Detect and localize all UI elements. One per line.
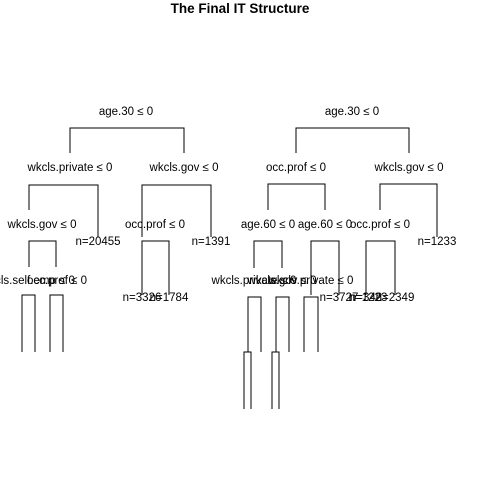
left-l3-a-label: wkcls.self.emp ≤ 0 (0, 275, 75, 287)
right-root-label: age.30 ≤ 0 (325, 106, 379, 118)
left-l2-mid-label: occ.prof ≤ 0 (125, 219, 185, 231)
right-leaf-n3: n=342 (350, 292, 382, 304)
right-l3-a-label: wkcls.private ≤ 0 (211, 275, 297, 287)
right-l1-left-label: occ.prof ≤ 0 (266, 162, 326, 174)
left-l1-right-label: wkcls.gov ≤ 0 (149, 162, 219, 174)
left-leaf-n4: n=1784 (150, 292, 189, 304)
left-tree-labels: age.30 ≤ 0 wkcls.private ≤ 0 wkcls.gov ≤… (0, 106, 230, 304)
right-leaf-n4: n=1223 (349, 292, 388, 304)
left-root-label: age.30 ≤ 0 (99, 106, 153, 118)
right-l3-c-label: wkcls.private ≤ 0 (268, 275, 354, 287)
left-leaf-n1: n=20455 (75, 236, 120, 248)
right-tree-labels: age.30 ≤ 0 occ.prof ≤ 0 wkcls.gov ≤ 0 ag… (211, 106, 457, 304)
right-l2-b-label: age.60 ≤ 0 (298, 219, 352, 231)
left-leaf-n2: n=1391 (192, 236, 231, 248)
right-tree-edges (243, 127, 438, 409)
right-l2-c-label: occ.prof ≤ 0 (350, 219, 410, 231)
right-l2-a-label: age.60 ≤ 0 (241, 219, 295, 231)
right-l1-right-label: wkcls.gov ≤ 0 (374, 162, 444, 174)
right-l3-b-label: wkcls.gov ≤ 0 (247, 275, 317, 287)
left-l1-left-label: wkcls.private ≤ 0 (27, 162, 113, 174)
right-leaf-n1: n=1233 (418, 236, 457, 248)
right-leaf-n2: n=3727 (320, 292, 359, 304)
right-leaf-n5: n=2349 (376, 292, 415, 304)
left-l3-b-label: occ.prof ≤ 0 (27, 275, 87, 287)
diagram-title: The Final IT Structure (171, 1, 310, 16)
left-leaf-n3: n=3326 (123, 292, 162, 304)
left-tree-edges (21, 127, 212, 352)
left-l2-left-label: wkcls.gov ≤ 0 (7, 219, 77, 231)
